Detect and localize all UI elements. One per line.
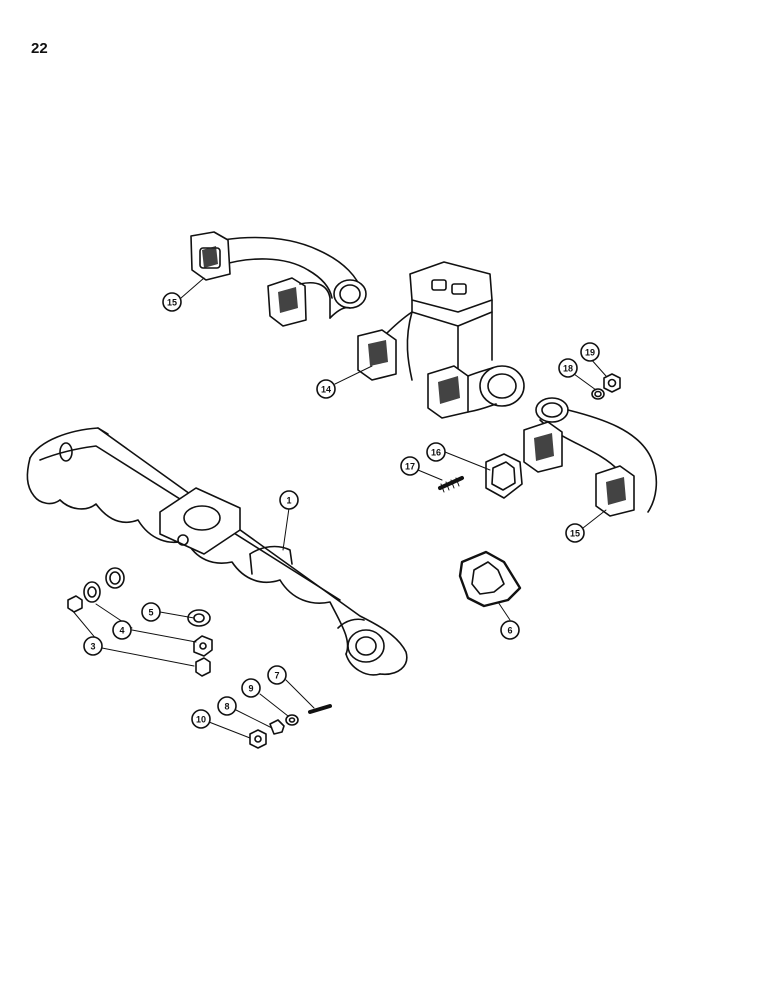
svg-text:9: 9 xyxy=(248,684,253,694)
elbow-pipe-upper xyxy=(190,231,367,327)
callout-15-upper: 15 xyxy=(162,292,182,312)
callout-10: 10 xyxy=(191,709,211,729)
stud-17 xyxy=(438,476,464,493)
gasket-16 xyxy=(485,453,523,499)
gasket-6 xyxy=(458,550,522,608)
callout-18: 18 xyxy=(558,358,578,378)
callout-5: 5 xyxy=(141,602,161,622)
svg-text:7: 7 xyxy=(274,671,279,681)
callout-16: 16 xyxy=(426,442,446,462)
washer-8 xyxy=(269,719,285,735)
svg-text:14: 14 xyxy=(321,385,331,395)
callout-3: 3 xyxy=(83,636,103,656)
lock-washer-18 xyxy=(591,388,605,400)
callout-14: 14 xyxy=(316,379,336,399)
stud-7 xyxy=(308,704,332,714)
svg-text:5: 5 xyxy=(148,608,153,618)
plug-4 xyxy=(83,581,213,657)
callout-4: 4 xyxy=(112,620,132,640)
callout-7: 7 xyxy=(267,665,287,685)
callout-8: 8 xyxy=(217,696,237,716)
svg-text:19: 19 xyxy=(585,348,595,358)
washer-9 xyxy=(285,714,299,726)
svg-text:8: 8 xyxy=(224,702,229,712)
svg-text:4: 4 xyxy=(119,626,124,636)
svg-text:15: 15 xyxy=(570,529,580,539)
page-number: 22 xyxy=(31,40,48,57)
callout-19: 19 xyxy=(580,342,600,362)
svg-text:18: 18 xyxy=(563,364,573,374)
svg-text:17: 17 xyxy=(405,462,415,472)
callout-17: 17 xyxy=(400,456,420,476)
svg-text:3: 3 xyxy=(90,642,95,652)
nut-10 xyxy=(249,729,267,749)
ring-5 xyxy=(105,567,211,627)
callout-15-lower: 15 xyxy=(565,523,585,543)
plug-3 xyxy=(67,595,211,677)
callout-9: 9 xyxy=(241,678,261,698)
callout-1: 1 xyxy=(279,490,299,510)
svg-text:16: 16 xyxy=(431,448,441,458)
callout-6: 6 xyxy=(500,620,520,640)
svg-text:15: 15 xyxy=(167,298,177,308)
svg-text:6: 6 xyxy=(507,626,512,636)
leader-lines xyxy=(71,277,607,739)
svg-text:1: 1 xyxy=(286,496,291,506)
svg-text:10: 10 xyxy=(196,715,206,725)
elbow-pipe-lower xyxy=(523,397,658,517)
nut-19 xyxy=(603,373,621,393)
exhaust-tee-pipe xyxy=(357,261,525,419)
exhaust-manifold xyxy=(26,427,408,676)
